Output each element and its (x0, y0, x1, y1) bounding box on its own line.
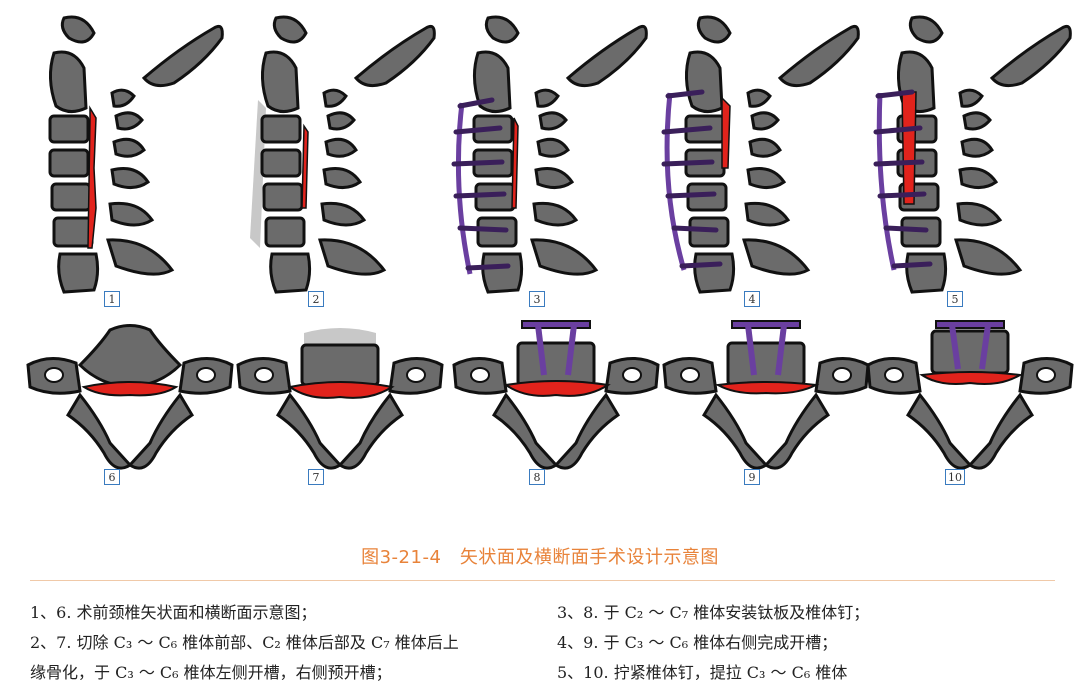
panel-label-7: 7 (308, 469, 324, 485)
legend-right: 3、8. 于 C₂ ～ C₇ 椎体安装钛板及椎体钉； 4、9. 于 C₃ ～ C… (557, 598, 1057, 688)
legend-item-2-7: 2、7. 切除 C₃ ～ C₆ 椎体前部、C₂ 椎体后部及 C₇ 椎体后上 (30, 633, 459, 652)
panel-6-axial-preop (26, 324, 234, 470)
legend-item-1-6: 1、6. 术前颈椎矢状面和横断面示意图； (30, 603, 317, 622)
panel-label-2: 2 (308, 291, 324, 307)
panel-label-6: 6 (104, 469, 120, 485)
panel-7-axial-resection (236, 328, 444, 470)
panel-3-sagittal-plate (451, 15, 648, 294)
surgical-diagram (26, 15, 1074, 470)
legend-item-3-8: 3、8. 于 C₂ ～ C₇ 椎体安装钛板及椎体钉； (557, 603, 870, 622)
panel-label-10: 10 (945, 469, 965, 485)
panel-label-8: 8 (529, 469, 545, 485)
figure-caption: 图3-21-4 矢状面及横断面手术设计示意图 (361, 547, 719, 568)
panel-10-axial-lift (866, 320, 1074, 470)
panel-4-sagittal-right-groove (661, 15, 860, 294)
panel-1-sagittal-preop (48, 15, 224, 294)
legend-left: 1、6. 术前颈椎矢状面和横断面示意图； 2、7. 切除 C₃ ～ C₆ 椎体前… (30, 598, 540, 688)
panel-label-4: 4 (744, 291, 760, 307)
panel-5-sagittal-lift (873, 15, 1072, 294)
panel-label-1: 1 (104, 291, 120, 307)
legend-item-5-10: 5、10. 拧紧椎体钉，提拉 C₃ ～ C₆ 椎体 (557, 663, 848, 682)
panel-2-sagittal-resection (250, 15, 436, 294)
legend-item-2-7-cont: 缘骨化，于 C₃ ～ C₆ 椎体左侧开槽，右侧预开槽； (30, 663, 392, 682)
caption-divider (30, 580, 1055, 581)
panel-9-axial-right-groove (662, 320, 870, 470)
legend-item-4-9: 4、9. 于 C₃ ～ C₆ 椎体右侧完成开槽； (557, 633, 838, 652)
panel-label-3: 3 (529, 291, 545, 307)
panel-label-9: 9 (744, 469, 760, 485)
panel-8-axial-plate (452, 320, 660, 470)
panel-label-5: 5 (947, 291, 963, 307)
